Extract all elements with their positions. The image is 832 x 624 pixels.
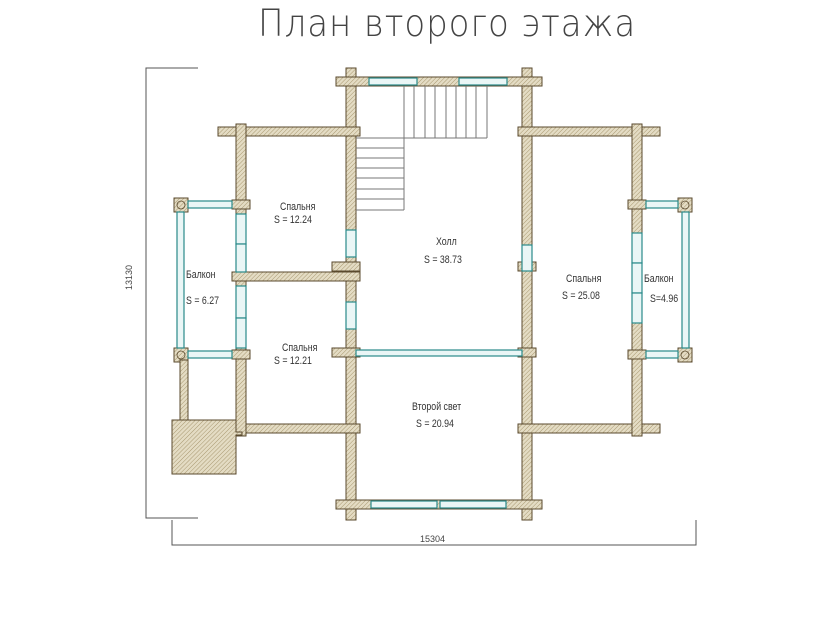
room-name-balcony-right: Балкон	[644, 273, 674, 285]
room-name-balcony-left: Балкон	[186, 269, 216, 281]
dimension-lines	[145, 67, 697, 546]
room-name-bedroom-1: Спальня	[280, 201, 316, 213]
room-area-bedroom-3: S = 25.08	[562, 290, 600, 302]
room-name-bedroom-2: Спальня	[282, 342, 318, 354]
dimension-height: 13130	[124, 264, 134, 290]
staircase	[356, 86, 488, 211]
room-area-bedroom-1: S = 12.24	[274, 214, 312, 226]
room-name-bedroom-3: Спальня	[566, 273, 602, 285]
room-area-balcony-left: S = 6.27	[186, 295, 220, 307]
room-area-hall: S = 38.73	[424, 254, 462, 266]
dimension-width: 15304	[420, 534, 446, 544]
walls	[171, 67, 693, 521]
room-name-hall: Холл	[436, 236, 457, 248]
post-markers	[176, 200, 690, 360]
room-area-balcony-right: S=4.96	[650, 293, 679, 305]
room-area-bedroom-2: S = 12.21	[274, 355, 312, 367]
windows	[176, 77, 690, 509]
plan-title: План второго этажа	[258, 2, 637, 45]
room-area-second-light: S = 20.94	[416, 418, 454, 430]
room-name-second-light: Второй свет	[412, 401, 462, 413]
